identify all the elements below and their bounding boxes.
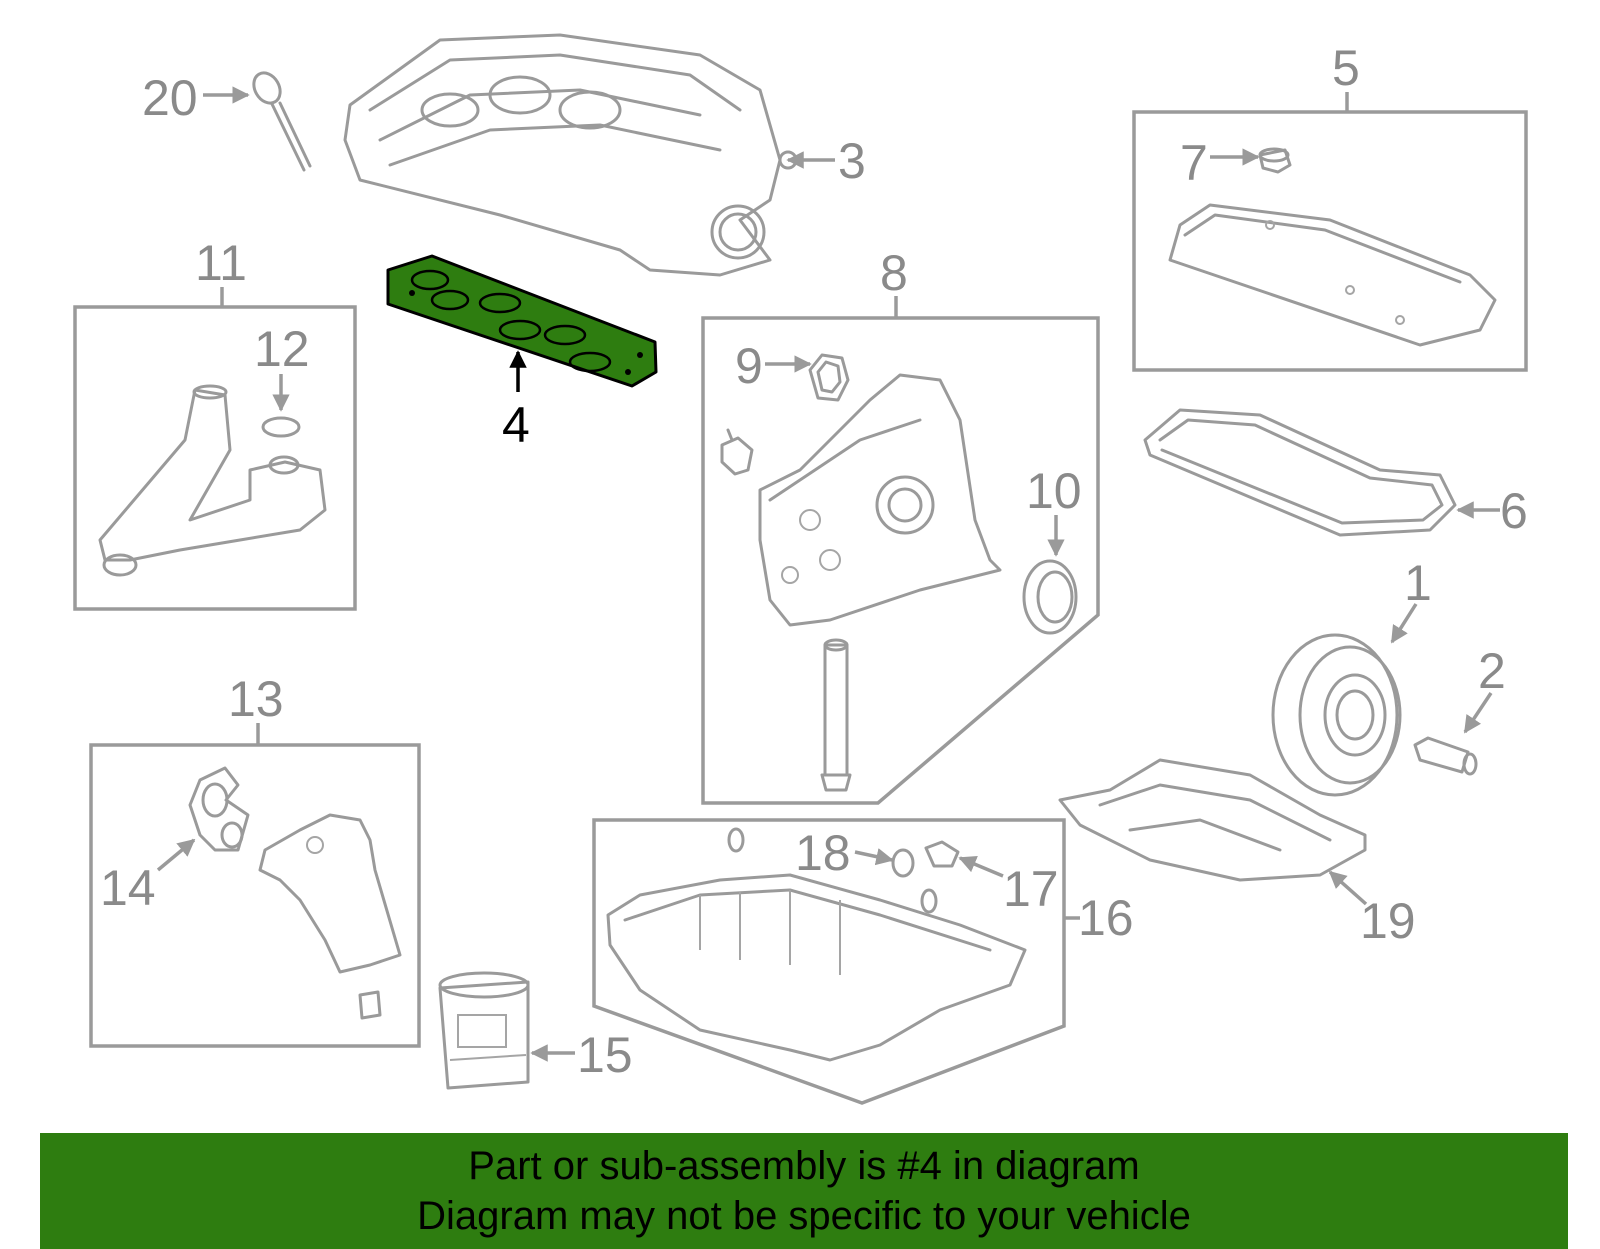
part-9-gasket (808, 353, 850, 402)
callout-1: 1 (1404, 555, 1432, 611)
callout-13: 13 (228, 671, 284, 727)
callout-6: 6 (1500, 483, 1528, 539)
part-1-pulley (1271, 633, 1402, 797)
part-11-pipe (98, 384, 327, 577)
callout-7: 7 (1180, 135, 1208, 191)
callout-2: 2 (1478, 643, 1506, 699)
box-11 (73, 305, 357, 611)
callout-14: 14 (100, 860, 156, 916)
callout-arrows (156, 86, 1500, 1062)
box-8 (701, 316, 1100, 805)
part-4-gasket (386, 254, 658, 388)
callout-5: 5 (1332, 40, 1360, 96)
banner-line-1: Part or sub-assembly is #4 in diagram (468, 1144, 1140, 1188)
callout-10: 10 (1026, 463, 1082, 519)
box-13 (89, 743, 421, 1048)
part-14-gasket (188, 766, 250, 852)
part-19-plate (1058, 758, 1367, 882)
callout-17: 17 (1003, 861, 1059, 917)
callout-18: 18 (795, 825, 851, 881)
callout-16: 16 (1078, 890, 1134, 946)
callout-20: 20 (142, 70, 198, 126)
callout-3: 3 (838, 133, 866, 189)
part-3-intake-manifold (343, 33, 798, 277)
callout-4: 4 (502, 397, 530, 453)
banner-line-2: Diagram may not be specific to your vehi… (417, 1194, 1191, 1238)
part-8-sensor (720, 428, 754, 476)
part-7-cap (1258, 147, 1292, 174)
part-20-dipstick (252, 71, 312, 172)
callout-11: 11 (195, 235, 247, 291)
callout-12: 12 (254, 321, 310, 377)
part-5-cover (1168, 203, 1497, 347)
part-2-bolt (1413, 736, 1478, 776)
part-6-gasket (1143, 408, 1457, 537)
callout-labels: 20 3 4 5 7 6 1 2 8 9 10 11 12 13 14 15 1… (100, 40, 1528, 1083)
part-12-oring (261, 416, 301, 438)
box-5 (1132, 110, 1528, 372)
callout-15: 15 (577, 1027, 633, 1083)
part-8-pump (758, 373, 1002, 792)
part-10-seal (1022, 559, 1078, 635)
info-banner: Part or sub-assembly is #4 in diagram Di… (40, 1133, 1568, 1249)
part-16-oil-pan (606, 827, 1027, 1062)
callout-19: 19 (1360, 893, 1416, 949)
callout-9: 9 (735, 338, 763, 394)
part-15-filter (438, 971, 530, 1090)
callout-8: 8 (880, 245, 908, 301)
part-13-housing (258, 813, 402, 1020)
part-17-plug (924, 840, 960, 868)
